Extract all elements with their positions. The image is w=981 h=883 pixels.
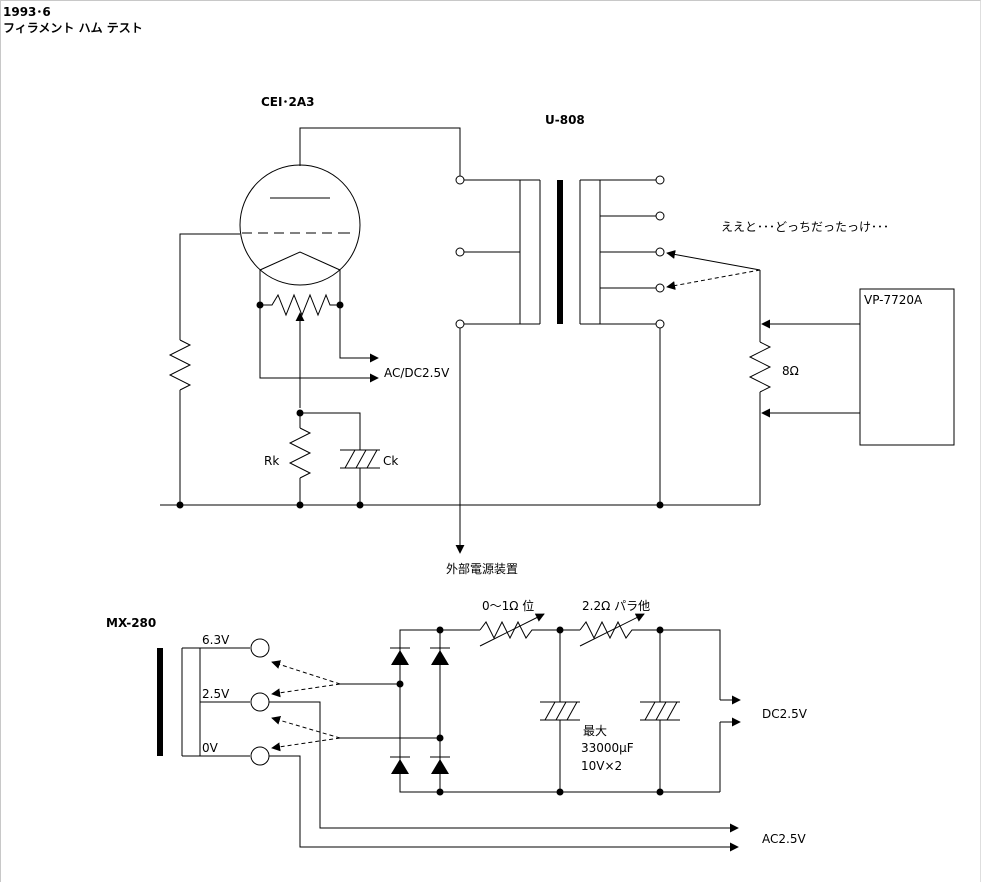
filter-capacitor-1 xyxy=(540,630,580,792)
tap-6-3v-label: 6.3V xyxy=(202,633,230,647)
rk-label: Rk xyxy=(264,454,279,468)
header-title: フィラメント ハム テスト xyxy=(3,21,143,35)
meter-label: VP-7720A xyxy=(864,293,923,307)
bridge-rectifier xyxy=(390,629,720,793)
variable-resistor-parallel xyxy=(579,620,640,640)
dc-out-label: DC2.5V xyxy=(762,707,808,721)
cap-value-label: 33000μF xyxy=(581,741,634,755)
vacuum-tube xyxy=(239,164,361,305)
tap-0v-label: 0V xyxy=(202,741,219,755)
tube-label: CEI･2A3 xyxy=(261,95,314,109)
load-resistor xyxy=(748,341,772,393)
header: 1993･6 フィラメント ハム テスト xyxy=(3,4,143,36)
variable-resistor-pot xyxy=(479,620,540,640)
pot-label: 0～1Ω 位 xyxy=(482,598,534,613)
meter-box xyxy=(859,288,955,446)
ac-out-label: AC2.5V xyxy=(762,832,806,846)
power-transformer xyxy=(157,638,270,766)
tube-filament xyxy=(259,251,341,271)
hum-balance-pot xyxy=(260,293,340,317)
cap-rating-label: 10V×2 xyxy=(581,759,622,773)
cap-max-label: 最大 xyxy=(583,724,607,738)
ac-dc-label: AC/DC2.5V xyxy=(384,366,450,380)
parallel-resistor-label: 2.2Ω パラ他 xyxy=(582,599,650,613)
power-transformer-label: MX-280 xyxy=(106,616,156,630)
ck-capacitor xyxy=(340,449,380,469)
filter-capacitor-2 xyxy=(640,630,680,792)
rk-resistor xyxy=(288,427,312,479)
load-resistor-label: 8Ω xyxy=(782,364,799,378)
external-power-label: 外部電源装置 xyxy=(446,561,518,576)
grid-resistor xyxy=(168,339,192,391)
transformer-label: U-808 xyxy=(545,113,585,127)
header-date: 1993･6 xyxy=(3,5,51,19)
tap-2-5v-label: 2.5V xyxy=(202,687,230,701)
question-label: ええと･･･どっちだったっけ･･･ xyxy=(721,220,889,234)
ck-label: Ck xyxy=(383,454,398,468)
output-transformer xyxy=(455,175,665,329)
